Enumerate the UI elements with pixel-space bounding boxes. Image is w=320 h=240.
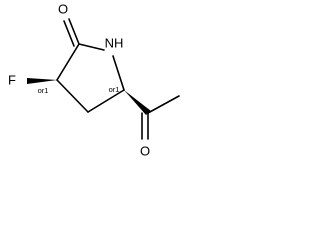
bond-c2-o-carbonyl-b [63, 20, 75, 47]
stereo-label-c3: or1 [38, 86, 49, 95]
bond-n1-c5 [112, 55, 125, 91]
bond-c4-c3 [56, 79, 89, 113]
bond-acetyl-methyl [147, 95, 180, 114]
molecule-structure: O NH F O or1 or1 [8, 1, 180, 158]
wedge-bond-c5-acetyl [124, 90, 151, 115]
ring-nitrogen-label: NH [105, 35, 124, 50]
bond-c5-c4 [87, 89, 125, 113]
bond-c2-n1 [78, 43, 105, 51]
wedge-bond-c3-f [27, 78, 57, 84]
carbonyl-oxygen-label: O [58, 1, 68, 16]
stereo-label-c5: or1 [109, 85, 120, 94]
bond-c2-o-carbonyl-a [68, 18, 80, 45]
fluorine-label: F [8, 72, 16, 87]
acetyl-oxygen-label: O [140, 143, 150, 158]
bond-c3-c2 [56, 43, 80, 81]
